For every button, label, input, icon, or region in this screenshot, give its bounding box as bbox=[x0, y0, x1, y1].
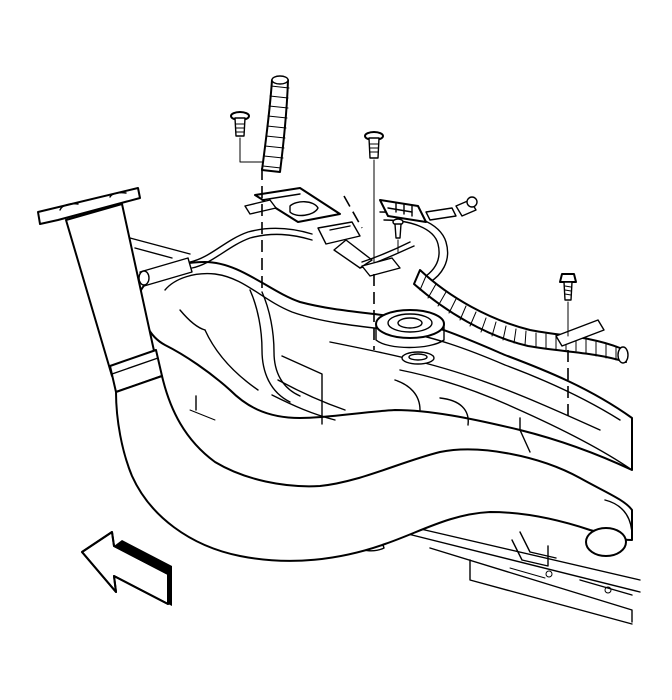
exhaust-pipe bbox=[37, 187, 633, 562]
push-pin-fastener-1 bbox=[230, 111, 250, 137]
harness-fasteners bbox=[230, 111, 577, 420]
push-pin-fastener-3 bbox=[392, 218, 404, 239]
harness-brackets bbox=[244, 199, 605, 347]
bolt-fastener-4 bbox=[559, 273, 577, 301]
convoluted-conduit-upper bbox=[261, 75, 290, 173]
vehicle-frame bbox=[381, 519, 641, 625]
front-direction-arrow bbox=[81, 531, 172, 606]
crossmember bbox=[129, 237, 216, 421]
wiring-harness bbox=[189, 75, 629, 364]
convoluted-conduit-right bbox=[413, 269, 629, 364]
push-pin-fastener-2 bbox=[364, 131, 384, 159]
